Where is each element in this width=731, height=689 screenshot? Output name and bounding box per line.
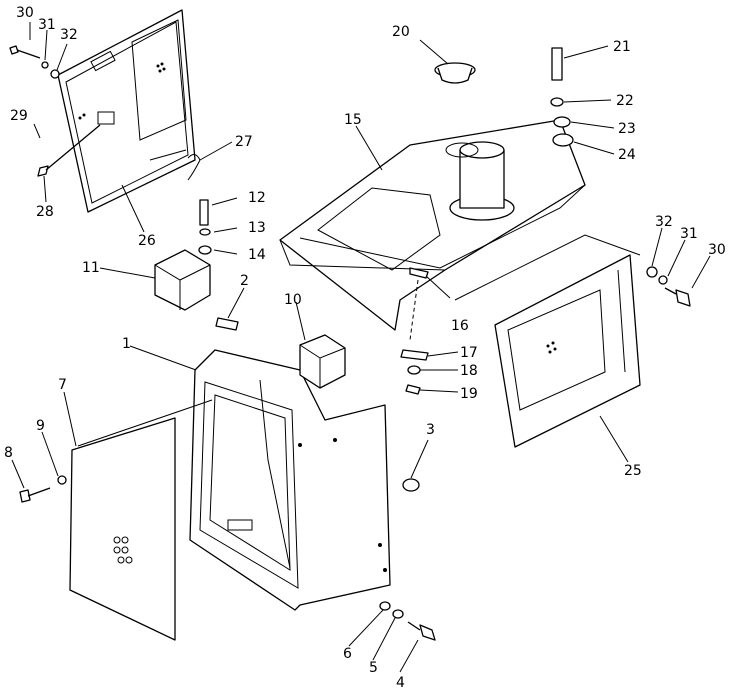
- callout-24: 24: [618, 147, 636, 163]
- callout-26: 26: [138, 233, 156, 249]
- callout-28: 28: [36, 204, 54, 220]
- callout-31-top: 31: [38, 17, 56, 33]
- callout-11: 11: [82, 260, 100, 276]
- callout-10: 10: [284, 292, 302, 308]
- main-frame: [189, 349, 391, 611]
- callout-4: 4: [396, 675, 405, 689]
- callout-numbers: 30 31 32 29 28 27 26 12 13 14 11 2 10 1 …: [4, 5, 726, 689]
- callout-14: 14: [248, 247, 266, 263]
- callout-3: 3: [426, 422, 435, 438]
- front-panel: [69, 417, 176, 641]
- rear-cover-panel: [57, 9, 196, 213]
- callout-5: 5: [369, 660, 378, 676]
- callout-16: 16: [451, 318, 469, 334]
- callout-17: 17: [460, 345, 478, 361]
- leader-lines: [11, 22, 711, 673]
- callout-23: 23: [618, 121, 636, 137]
- callout-8: 8: [4, 445, 13, 461]
- callout-1: 1: [122, 336, 131, 352]
- callout-20: 20: [392, 24, 410, 40]
- callout-31-right: 31: [680, 226, 698, 242]
- callout-2: 2: [240, 273, 249, 289]
- callout-15: 15: [344, 112, 362, 128]
- hardware: [9, 45, 691, 641]
- right-cover-panel: [494, 254, 641, 448]
- callout-12: 12: [248, 190, 266, 206]
- callout-9: 9: [36, 418, 45, 434]
- callout-32-right: 32: [655, 214, 673, 230]
- callout-29: 29: [10, 108, 28, 124]
- cap: [434, 62, 476, 84]
- callout-32-top: 32: [60, 27, 78, 43]
- callout-21: 21: [613, 39, 631, 55]
- box-11: [154, 249, 211, 311]
- callout-6: 6: [343, 646, 352, 662]
- callout-19: 19: [460, 386, 478, 402]
- callout-7: 7: [58, 377, 67, 393]
- callout-30-top: 30: [16, 5, 34, 21]
- callout-22: 22: [616, 93, 634, 109]
- callout-30-right: 30: [708, 242, 726, 258]
- callout-13: 13: [248, 220, 266, 236]
- box-10: [299, 334, 346, 389]
- callout-18: 18: [460, 363, 478, 379]
- callout-25: 25: [624, 463, 642, 479]
- callout-27: 27: [235, 134, 253, 150]
